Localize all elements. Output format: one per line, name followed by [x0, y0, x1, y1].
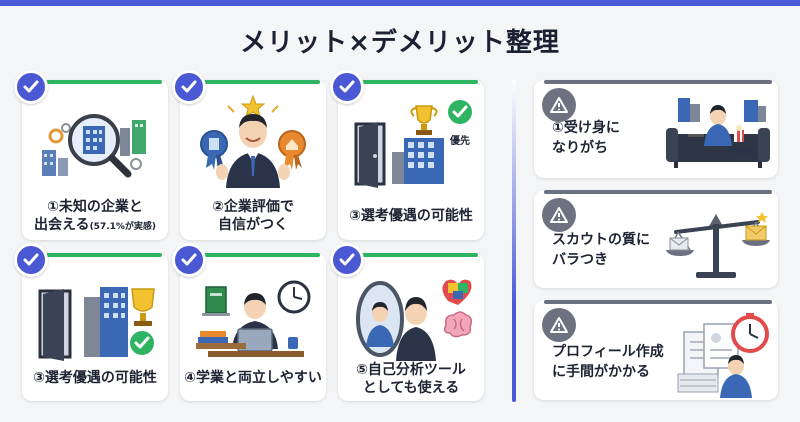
check-icon [172, 243, 206, 277]
caption-line: としても使える [362, 380, 460, 396]
demerit-caption: プロフィール作成 に手間がかかる [552, 342, 664, 382]
paperwork-timer-icon [677, 313, 769, 398]
caption-line: ①未知の企業と [47, 199, 143, 215]
demerit-caption: ①受け身に なりがち [552, 118, 620, 158]
caption-line: 自信がつく [218, 217, 288, 233]
door-trophy-icon [354, 100, 472, 188]
merit-card-2[interactable]: ②企業評価で 自信がつく [172, 70, 326, 240]
check-icon [14, 70, 48, 104]
card-top-bar [32, 80, 162, 84]
top-accent-bar [0, 0, 800, 6]
caption-line: なりがち [552, 140, 608, 156]
merit-caption: ①未知の企業と 出会える(57.1%が実感) [22, 198, 168, 236]
card-top-bar [348, 80, 478, 84]
magnifier-buildings-icon [42, 114, 146, 178]
card-top-bar [190, 253, 320, 257]
merit-card-1[interactable]: ①未知の企業と 出会える(57.1%が実感) [14, 70, 168, 240]
merit-card-4[interactable]: ③選考優遇の可能性 [14, 243, 168, 401]
caption-note: (57.1%が実感) [89, 222, 157, 232]
merit-card-5[interactable]: ④学業と両立しやすい [172, 243, 326, 401]
merit-caption: ③選考優遇の可能性 [338, 207, 484, 225]
student-desk-clock-icon [196, 280, 311, 357]
card-top-bar [190, 80, 320, 84]
page-title: メリット×デメリット整理 [240, 28, 560, 58]
caption-line: バラつき [552, 252, 608, 268]
card-top-bar [348, 253, 478, 257]
mirror-brain-icon [356, 279, 473, 361]
priority-tag: 優先 [450, 136, 470, 147]
caption-line: ⑤自己分析ツール [356, 362, 466, 378]
businessman-medals-icon [200, 94, 306, 188]
door-trophy-check-icon [38, 287, 156, 361]
check-icon [172, 70, 206, 104]
merit-card-6[interactable]: ⑤自己分析ツール としても使える [330, 243, 484, 401]
card-top-bar [544, 80, 772, 84]
merit-caption: ③選考優遇の可能性 [22, 369, 168, 387]
caption-text: 出会える [33, 217, 90, 233]
caption-line: ③選考優遇の可能性 [33, 370, 157, 386]
warning-icon [542, 308, 576, 342]
warning-icon [542, 88, 576, 122]
card-top-bar [544, 300, 772, 304]
demerit-card-2[interactable]: スカウトの質に バラつき [534, 190, 778, 288]
demerit-card-3[interactable]: プロフィール作成 に手間がかかる [534, 300, 778, 400]
merit-caption: ④学業と両立しやすい [180, 369, 326, 387]
balance-scale-icon [666, 212, 770, 278]
merit-caption: ②企業評価で 自信がつく [180, 198, 326, 234]
merit-caption: ⑤自己分析ツール としても使える [338, 361, 484, 397]
demerit-caption: スカウトの質に バラつき [552, 230, 650, 270]
check-icon [330, 243, 364, 277]
card-top-bar [544, 190, 772, 194]
merit-card-3[interactable]: 優先 ③選考優遇の可能性 [330, 70, 484, 240]
caption-line: ①受け身に [552, 120, 620, 136]
caption-line: ④学業と両立しやすい [184, 370, 322, 386]
caption-line: プロフィール作成 [552, 344, 664, 360]
card-top-bar [32, 253, 162, 257]
caption-line: ③選考優遇の可能性 [349, 208, 473, 224]
caption-line: ②企業評価で [212, 199, 294, 215]
caption-line: に手間がかかる [552, 364, 650, 380]
demerit-card-1[interactable]: ①受け身に なりがち [534, 80, 778, 178]
check-icon [330, 70, 364, 104]
section-divider [512, 80, 516, 402]
warning-icon [542, 198, 576, 232]
caption-line: スカウトの質に [552, 232, 650, 248]
couch-tv-icon [666, 98, 770, 168]
check-icon [14, 243, 48, 277]
caption-line: 出会える(57.1%が実感) [22, 216, 168, 236]
